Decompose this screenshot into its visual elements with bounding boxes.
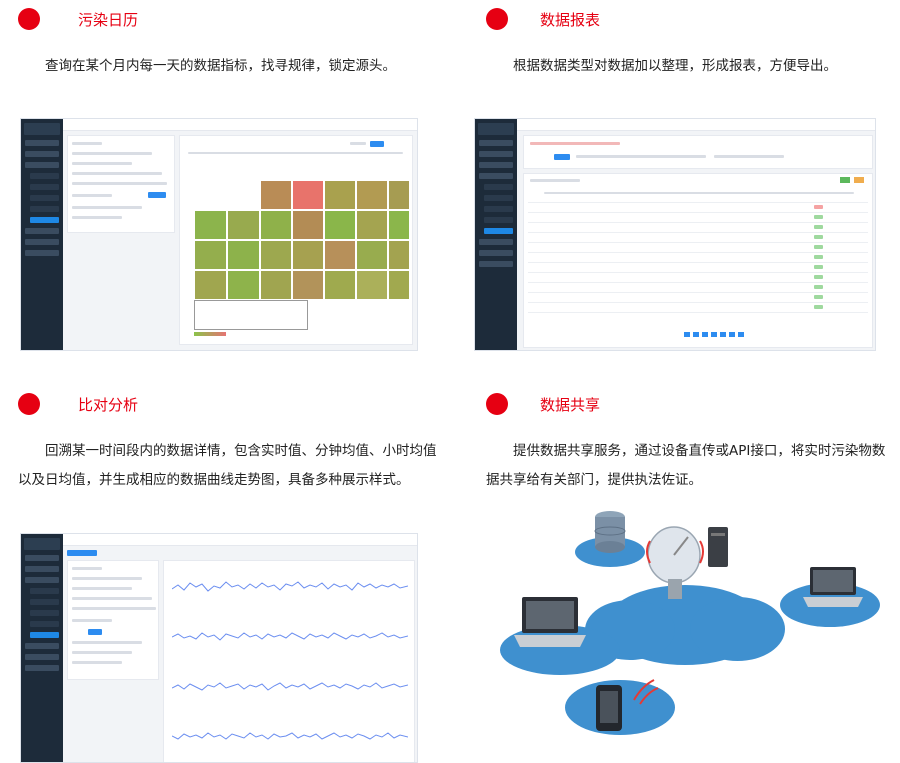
- feature-data-sharing: 数据共享 提供数据共享服务，通过设备直传或API接口，将实时污染物数据共享给有关…: [450, 385, 900, 763]
- feature-title: 数据报表: [540, 11, 601, 29]
- red-dot-icon: [18, 8, 40, 30]
- trend-line-2: [172, 632, 408, 641]
- sidebar: [21, 534, 63, 762]
- laptop-icon: [514, 597, 586, 647]
- signal-waves-icon: [633, 679, 659, 705]
- feature-pollution-calendar: 污染日历 查询在某个月内每一天的数据指标，找寻规律，锁定源头。: [0, 0, 450, 360]
- feature-title: 数据共享: [540, 396, 601, 414]
- trend-line-1: [172, 581, 408, 592]
- feature-description: 提供数据共享服务，通过设备直传或API接口，将实时污染物数据共享给有关部门，提供…: [486, 443, 886, 488]
- feature-description: 回溯某一时间段内的数据详情，包含实时值、分钟均值、小时均值以及日均值，并生成相应…: [18, 443, 437, 488]
- feature-title: 比对分析: [78, 396, 139, 414]
- feature-title: 污染日历: [78, 11, 139, 29]
- feature-comparison-analysis: 比对分析 回溯某一时间段内的数据详情，包含实时值、分钟均值、小时均值以及日均值，…: [0, 385, 450, 763]
- red-dot-icon: [486, 393, 508, 415]
- feature-description: 根据数据类型对数据加以整理，形成报表，方便导出。: [513, 58, 837, 74]
- feature-header: 数据报表: [486, 8, 886, 34]
- chart-panel: [163, 560, 415, 762]
- network-illustration: [490, 505, 890, 755]
- analysis-screenshot: [20, 533, 418, 763]
- topbar: [517, 119, 875, 131]
- trend-line-4: [172, 732, 408, 740]
- feature-header: 比对分析: [18, 393, 418, 419]
- feature-header: 污染日历: [18, 8, 418, 34]
- info-panel: [67, 135, 175, 233]
- feature-header: 数据共享: [486, 393, 886, 419]
- report-screenshot: [474, 118, 876, 351]
- report-table: [523, 173, 873, 348]
- red-dot-icon: [486, 8, 508, 30]
- mobile-device-icon: [596, 685, 622, 731]
- laptop-icon: [803, 567, 863, 607]
- calendar-panel: [179, 135, 413, 345]
- database-icon: [594, 511, 626, 553]
- topbar: [63, 534, 417, 546]
- feature-description: 查询在某个月内每一天的数据指标，找寻规律，锁定源头。: [45, 58, 396, 74]
- satellite-dish-icon: [646, 526, 704, 599]
- topbar: [63, 119, 417, 131]
- sidebar: [475, 119, 517, 350]
- feature-data-report: 数据报表 根据数据类型对数据加以整理，形成报表，方便导出。: [450, 0, 900, 360]
- trend-line-3: [172, 682, 408, 691]
- sidebar: [21, 119, 63, 350]
- server-icon: [708, 527, 728, 567]
- calendar-screenshot: [20, 118, 418, 351]
- filter-panel: [523, 135, 873, 169]
- info-panel: [67, 560, 159, 680]
- red-dot-icon: [18, 393, 40, 415]
